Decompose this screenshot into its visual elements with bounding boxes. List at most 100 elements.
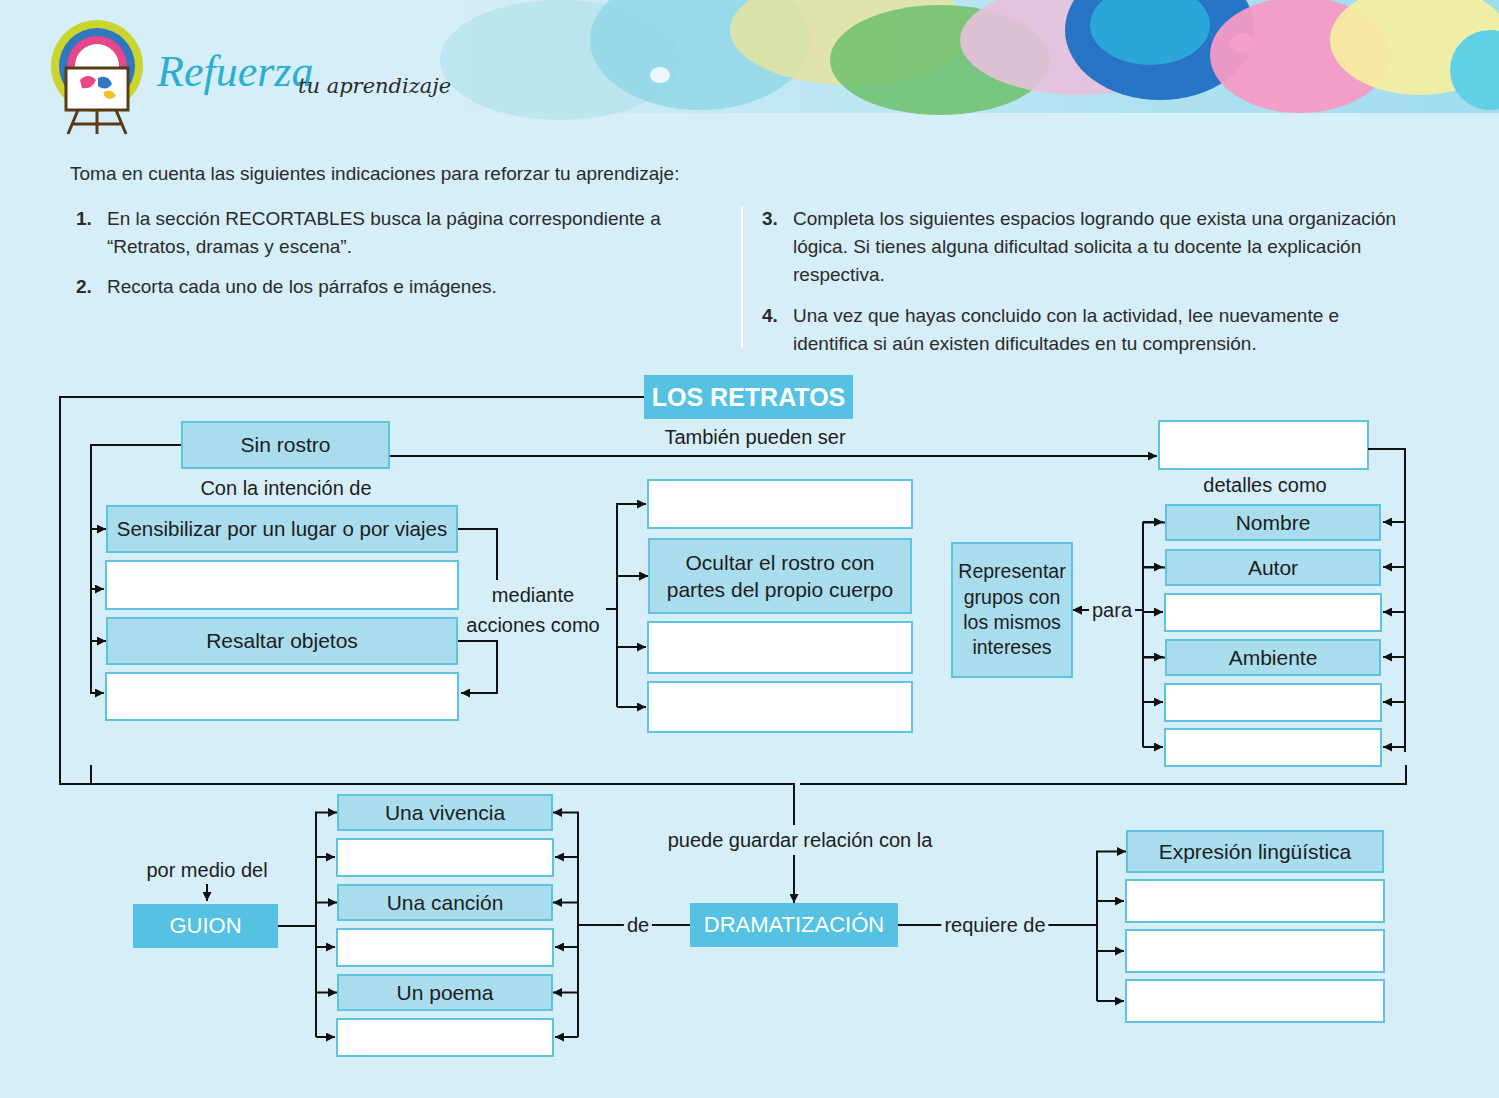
concept-box: Sensibilizar por un lugar o por viajes: [106, 505, 458, 553]
arrow-line: [1383, 656, 1405, 658]
node-text: Un poema: [397, 979, 494, 1006]
paint-splash: [98, 77, 112, 89]
step-number: 2.: [76, 273, 92, 301]
node-text: Sin rostro: [241, 431, 331, 458]
header-decoration: [430, 0, 1499, 120]
swirl: [1090, 0, 1210, 65]
blank-box: [1159, 421, 1368, 469]
heading-box: DRAMATIZACIÓN: [690, 903, 898, 947]
blank-box: [648, 682, 912, 732]
page-title: Refuerza: [157, 50, 313, 94]
node-text: Expresión lingüística: [1159, 838, 1352, 865]
node-text: Nombre: [1236, 509, 1311, 536]
title-box: LOS RETRATOS: [644, 375, 853, 419]
column-divider: [741, 207, 743, 348]
connector: [278, 903, 337, 927]
edge-label: Con la intención de: [197, 473, 374, 503]
blank-box: [1165, 729, 1381, 766]
blank-box: [1126, 930, 1384, 972]
edge-label: para: [1089, 595, 1135, 625]
node-text: Autor: [1248, 554, 1298, 581]
connectors: [60, 397, 1165, 993]
arrow-line: [390, 455, 1157, 457]
blank-boxes: [106, 421, 1384, 1056]
step-number: 4.: [762, 302, 778, 330]
concept-box: Representar grupos con los mismos intere…: [951, 542, 1073, 678]
arrow-line: [461, 641, 497, 693]
arrow-line: [555, 1036, 578, 1038]
node-text: Ambiente: [1229, 644, 1318, 671]
step-text: Completa los siguientes espacios logrand…: [793, 205, 1411, 289]
arrow-line: [1383, 566, 1405, 568]
step-text: Recorta cada uno de los párrafos e imáge…: [107, 273, 719, 301]
concept-box: Una vivencia: [337, 794, 553, 831]
blank-box: [1126, 980, 1384, 1022]
blank-box: [648, 622, 912, 673]
easel-legs: [68, 110, 126, 134]
blank-box: [337, 929, 553, 966]
edge-label: requiere de: [941, 910, 1048, 940]
bracket-lines: [91, 449, 1406, 1037]
step-number: 1.: [76, 205, 92, 233]
node-text: GUION: [169, 913, 241, 939]
blank-box: [1165, 594, 1381, 631]
arrow-line: [555, 856, 578, 858]
node-text: Sensibilizar por un lugar o por viajes: [117, 516, 447, 543]
bracket-line: [1368, 449, 1405, 752]
step-text: Una vez que hayas concluido con la activ…: [793, 302, 1411, 358]
connector: [278, 926, 337, 993]
blank-box: [337, 839, 553, 876]
node-text: LOS RETRATOS: [652, 383, 846, 412]
connector-text: También pueden ser: [661, 424, 848, 450]
concept-box: Una canción: [337, 884, 553, 921]
paint-splash: [80, 76, 96, 88]
blank-box: [106, 673, 458, 720]
connector: [278, 813, 337, 927]
arrow-line: [316, 856, 335, 858]
subtitle: tu aprendizaje: [298, 76, 451, 97]
arrow-line: [1097, 900, 1124, 902]
bracket-line: [91, 765, 1406, 784]
edge-label: mediante acciones como: [460, 580, 606, 640]
bracket-line: [616, 609, 618, 707]
swirl: [1450, 30, 1499, 110]
arrow-line: [91, 588, 104, 590]
arrow-line: [1143, 701, 1163, 703]
concept-box: Nombre: [1165, 504, 1381, 541]
paint-splash: [104, 91, 116, 99]
blank-box: [337, 1019, 553, 1056]
arrow-line: [1383, 746, 1405, 748]
arrow-line: [1143, 746, 1163, 748]
concept-box: Sin rostro: [181, 421, 390, 469]
concept-box: Expresión lingüística: [1126, 830, 1384, 873]
arrow-line: [617, 646, 646, 648]
arrow-line: [316, 946, 335, 948]
instruction-intro: Toma en cuenta las siguientes indicacion…: [70, 160, 970, 188]
connector: [553, 925, 690, 993]
arrow-line: [1143, 611, 1163, 613]
easel-canvas: [66, 68, 128, 110]
blank-box: [106, 561, 458, 609]
node-text: Resaltar objetos: [206, 627, 358, 654]
connector-text: detalles como: [1200, 472, 1329, 498]
heading-box: GUION: [133, 904, 278, 948]
concept-box: Autor: [1165, 549, 1381, 586]
arrow-line: [617, 706, 646, 708]
arrow-line: [617, 504, 646, 576]
concept-box: Resaltar objetos: [106, 617, 458, 665]
concept-box: Un poema: [337, 974, 553, 1011]
blank-box: [648, 480, 912, 528]
connector: [458, 576, 648, 641]
blank-box: [1126, 880, 1384, 922]
edge-label: puede guardar relación con la: [665, 825, 936, 855]
arrow-line: [1383, 521, 1405, 523]
step-text: En la sección RECORTABLES busca la págin…: [107, 205, 719, 261]
bubble: [650, 67, 670, 83]
arrow-line: [316, 1036, 335, 1038]
arrow-line: [1097, 1000, 1124, 1002]
arrow-line: [1097, 950, 1124, 952]
icon-ring: [51, 20, 143, 112]
header-icon: [51, 20, 143, 134]
node-text: Una vivencia: [385, 799, 505, 826]
